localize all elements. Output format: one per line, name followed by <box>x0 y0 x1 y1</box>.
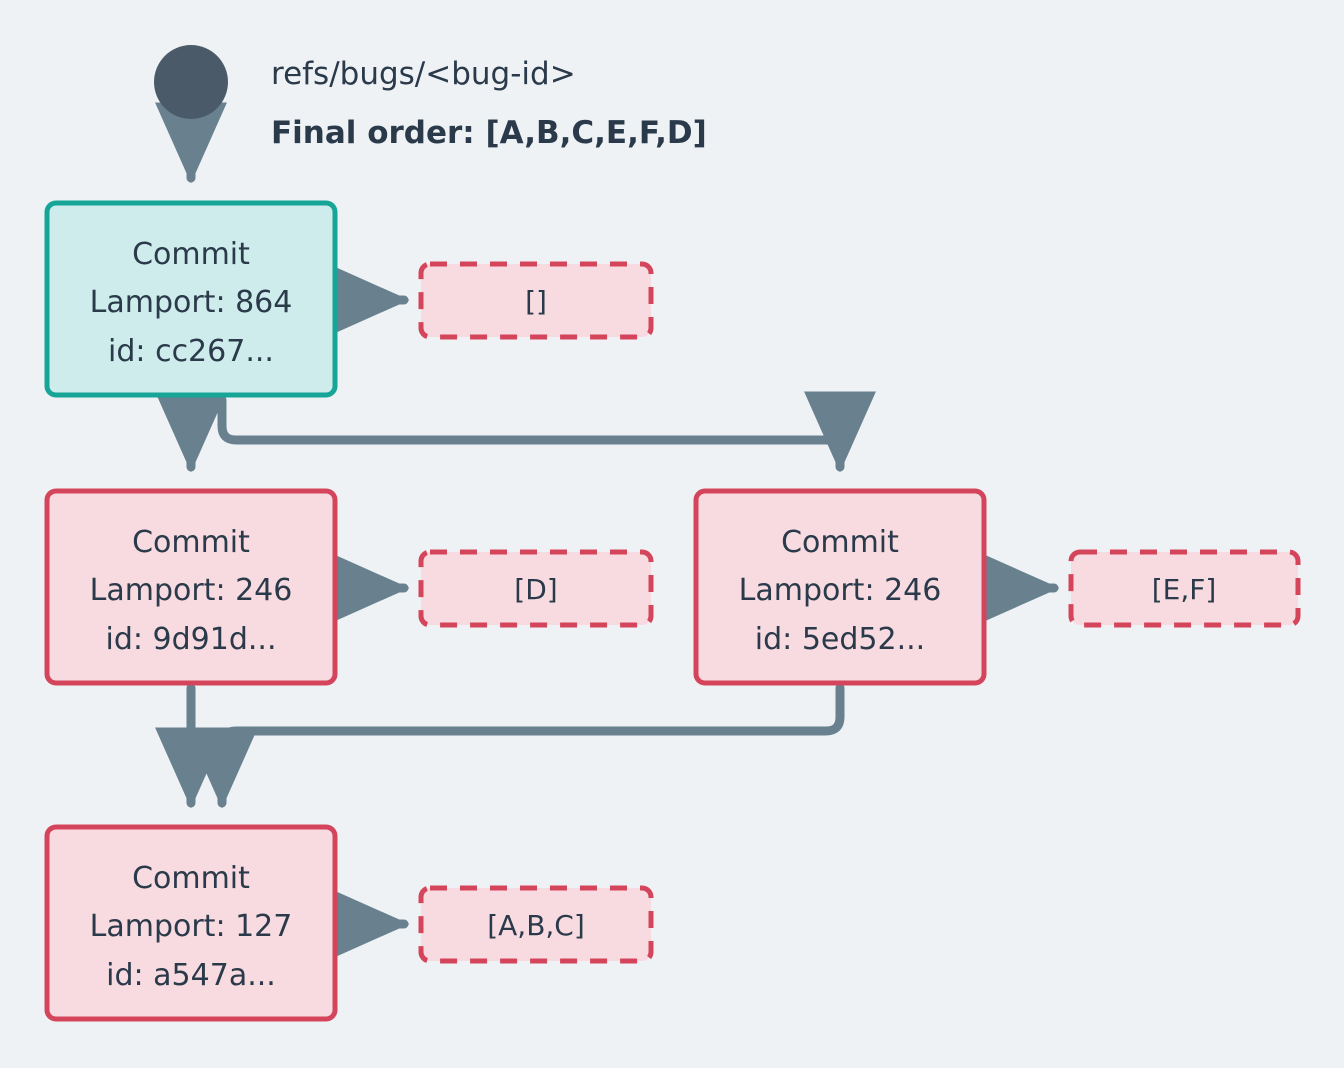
ops-list-label: [D] <box>514 573 557 606</box>
edge-layer <box>155 102 1060 960</box>
ops-node-head-box[interactable] <box>418 261 654 340</box>
commit-lamport: Lamport: 864 <box>90 285 293 320</box>
ops-node-a547a-box[interactable] <box>418 885 654 964</box>
commit-node-9d91d[interactable]: Commit Lamport: 246 id: 9d91d... <box>44 488 338 686</box>
ops-list-label: [A,B,C] <box>487 909 585 942</box>
commit-node-a547a[interactable]: Commit Lamport: 127 id: a547a... <box>44 824 338 1022</box>
commit-id: id: 5ed52... <box>755 622 925 657</box>
commit-title: Commit <box>781 525 899 560</box>
ref-label: refs/bugs/<bug-id> <box>271 56 576 92</box>
commit-id: id: a547a... <box>106 958 276 993</box>
commit-title: Commit <box>132 861 250 896</box>
commit-lamport: Lamport: 127 <box>90 909 293 944</box>
edge-head-to-5ed52 <box>217 391 876 473</box>
commit-node-5ed52-box[interactable] <box>693 488 987 686</box>
ops-node-5ed52-box[interactable] <box>1068 549 1301 628</box>
commit-node-5ed52[interactable]: Commit Lamport: 246 id: 5ed52... <box>693 488 987 686</box>
ops-node-9d91d[interactable]: [D] <box>418 549 654 628</box>
ref-root-circle[interactable] <box>154 45 228 119</box>
ops-list-label: [E,F] <box>1152 573 1217 606</box>
commit-id: id: 9d91d... <box>106 622 277 657</box>
commit-lamport: Lamport: 246 <box>90 573 293 608</box>
ref-root-node[interactable] <box>154 45 228 119</box>
commit-title: Commit <box>132 525 250 560</box>
commit-node-9d91d-box[interactable] <box>44 488 338 686</box>
commit-lamport: Lamport: 246 <box>739 573 942 608</box>
ops-node-a547a[interactable]: [A,B,C] <box>418 885 654 964</box>
edge-5ed52-to-a547a <box>186 683 845 809</box>
ops-list-label: [] <box>525 285 547 318</box>
ops-node-5ed52[interactable]: [E,F] <box>1068 549 1301 628</box>
commit-title: Commit <box>132 237 250 272</box>
commit-node-a547a-box[interactable] <box>44 824 338 1022</box>
commit-node-head[interactable]: Commit Lamport: 864 id: cc267... <box>44 200 338 398</box>
commit-id: id: cc267... <box>108 334 274 369</box>
final-order-label: Final order: [A,B,C,E,F,D] <box>271 115 707 151</box>
ops-node-9d91d-box[interactable] <box>418 549 654 628</box>
commit-node-head-box[interactable] <box>44 200 338 398</box>
ops-node-head[interactable]: [] <box>418 261 654 340</box>
